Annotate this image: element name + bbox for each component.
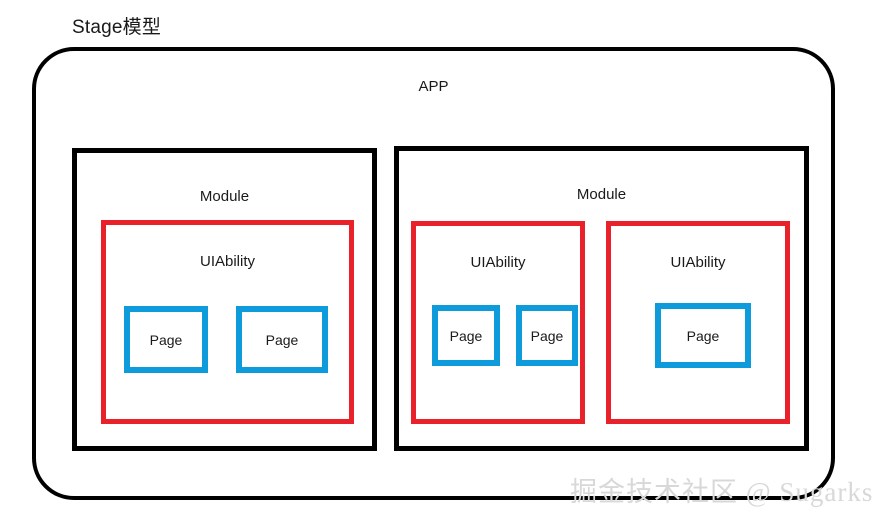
uiability-box: UIAbility [101, 220, 354, 424]
page-label: Page [449, 327, 483, 344]
page-box: Page [124, 306, 208, 373]
page-label: Page [530, 327, 564, 344]
page-label: Page [149, 331, 183, 348]
module-box: Module [394, 146, 809, 451]
page-label: Page [265, 331, 299, 348]
page-label: Page [686, 327, 720, 344]
app-container: APP [32, 47, 835, 500]
page-box: Page [516, 305, 578, 366]
module-label: Module [576, 186, 627, 203]
module-label: Module [199, 188, 250, 205]
page-box: Page [432, 305, 500, 366]
page-title: Stage模型 [72, 17, 162, 38]
page-box: Page [236, 306, 328, 373]
uiability-label: UIAbility [199, 253, 255, 270]
uiability-box: UIAbility [411, 221, 585, 424]
uiability-box: UIAbility [606, 221, 790, 424]
uiability-label: UIAbility [670, 254, 726, 271]
uiability-label: UIAbility [470, 254, 526, 271]
module-box: Module [72, 148, 377, 451]
app-label: APP [418, 78, 449, 95]
page-box: Page [655, 303, 751, 368]
